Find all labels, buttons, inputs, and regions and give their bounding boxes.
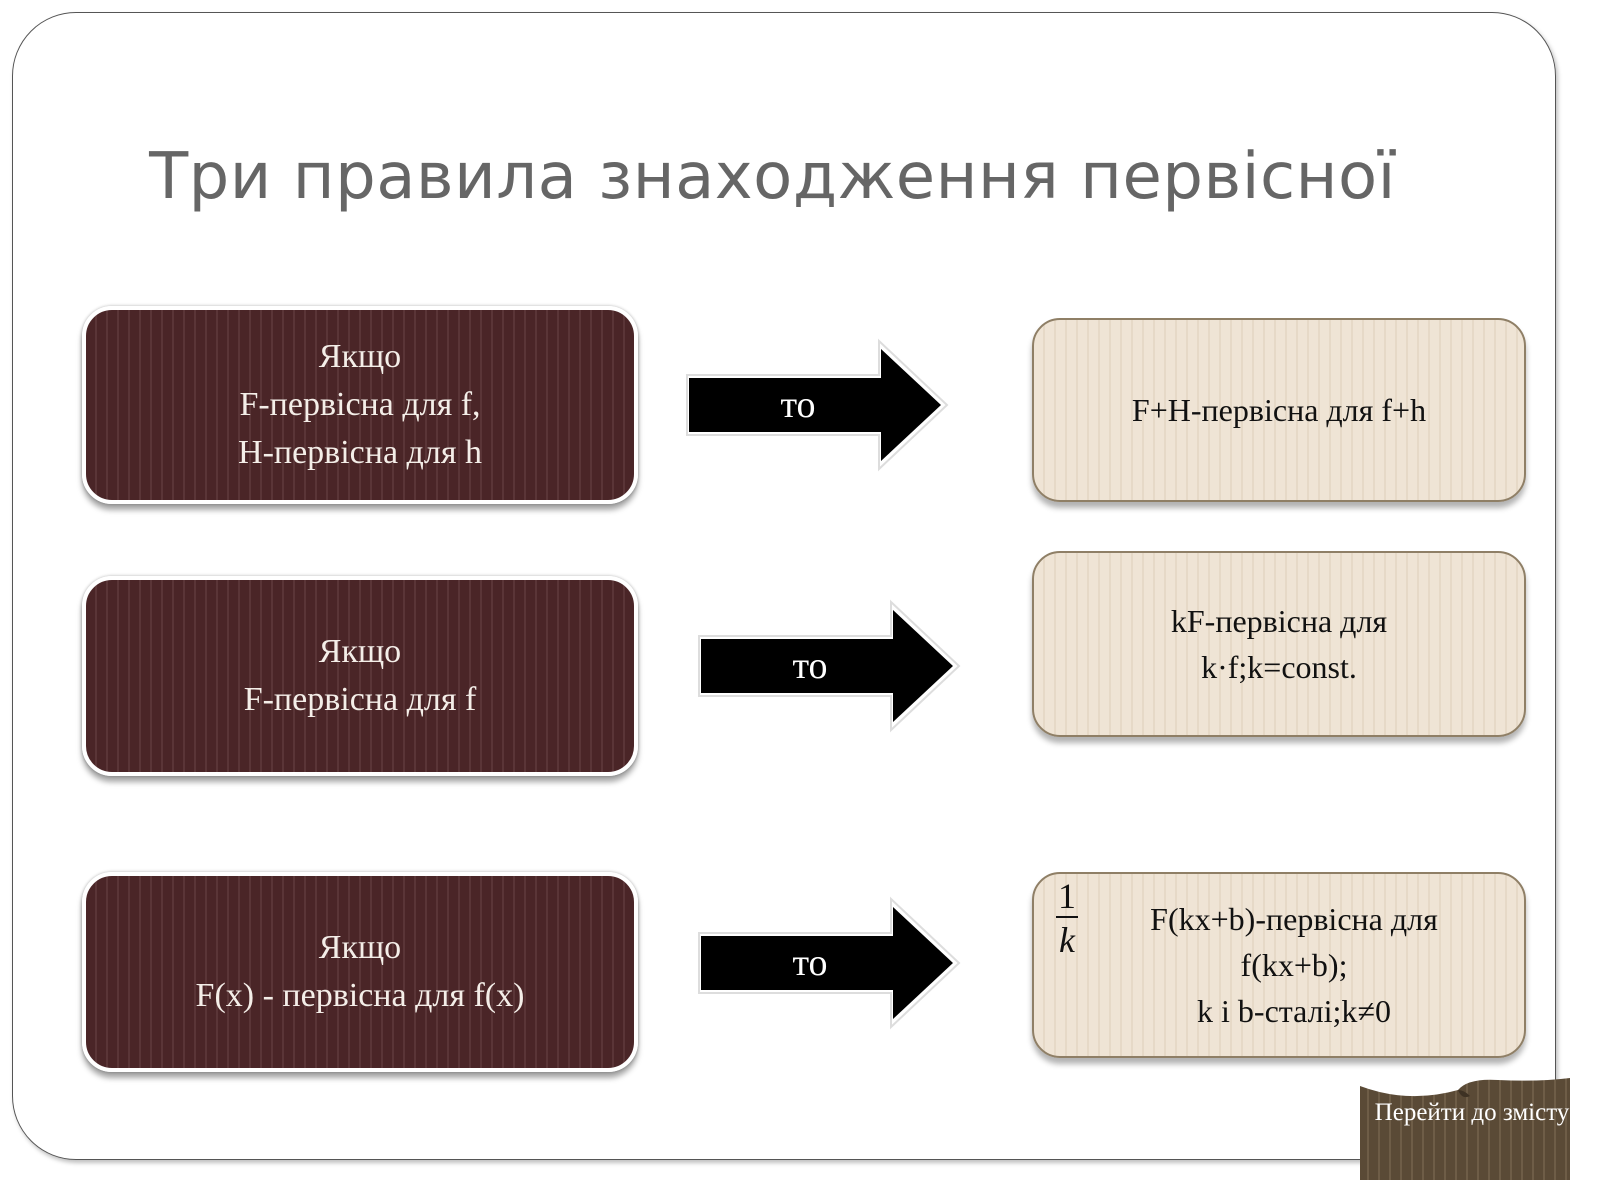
rule-3-arrow: то [695, 895, 965, 1031]
arrow-label: то [792, 942, 828, 984]
result-line: k·f;k=const. [1201, 649, 1357, 685]
condition-line: Якщо [318, 338, 402, 375]
condition-line: F(x) - первісна для f(x) [195, 977, 525, 1014]
rule-1-condition: Якщо F-первісна для f, H-первісна для h [82, 306, 638, 504]
result-line: k і b-сталі;k≠0 [1197, 993, 1391, 1029]
slide-title: Три правила знаходження первісної [149, 140, 1396, 214]
result-line: f(kx+b); [1240, 947, 1348, 983]
rule-1-result: F+H-первісна для f+h [1032, 318, 1526, 502]
arrow-right-icon [698, 599, 961, 733]
condition-line: F-первісна для f [243, 681, 477, 718]
fraction-numerator: 1 [1056, 876, 1078, 918]
slide-frame [12, 12, 1556, 1160]
condition-line: F-первісна для f, [239, 386, 481, 423]
rule-2-condition: Якщо F-первісна для f [82, 576, 638, 776]
goto-contents-button[interactable]: Перейти до змісту [1358, 1076, 1570, 1180]
result-line: kF-первісна для [1170, 603, 1388, 639]
rule-3-result: 1 k F(kx+b)-первісна для f(kx+b); k і b-… [1032, 872, 1526, 1058]
arrow-right-icon [686, 338, 949, 472]
result-line: F+H-первісна для f+h [1131, 392, 1427, 428]
condition-line: Якщо [318, 929, 402, 966]
rule-2-result: kF-первісна для k·f;k=const. [1032, 551, 1526, 737]
fraction-one-over-k: 1 k [1056, 878, 1078, 958]
goto-contents-label: Перейти до змісту [1374, 1099, 1570, 1126]
rule-1-arrow: то [683, 337, 953, 473]
rule-3-condition: Якщо F(x) - первісна для f(x) [82, 872, 638, 1072]
fraction-denominator: k [1059, 920, 1075, 960]
condition-line: Якщо [318, 633, 402, 670]
arrow-label: то [792, 645, 828, 687]
result-line: F(kx+b)-первісна для [1150, 901, 1438, 937]
condition-line: H-первісна для h [238, 434, 482, 471]
arrow-right-icon [698, 896, 961, 1030]
arrow-label: то [780, 384, 816, 426]
rule-2-arrow: то [695, 598, 965, 734]
banner-shape-icon [1360, 1078, 1570, 1180]
